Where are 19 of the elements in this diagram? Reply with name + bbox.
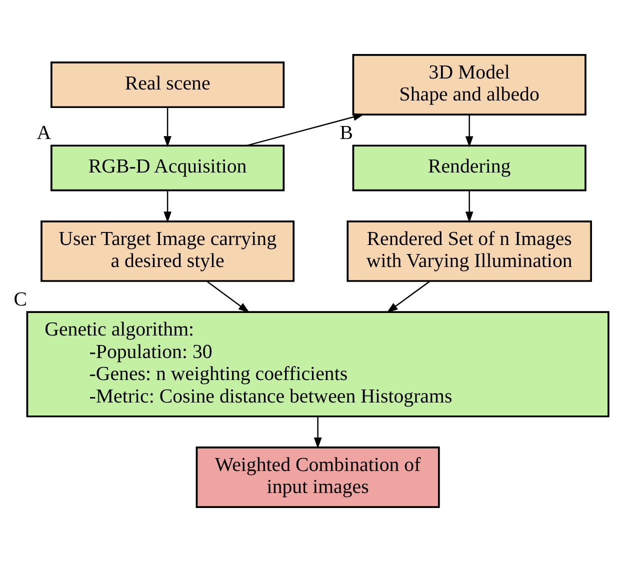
node-box: RGB-D Acquisition (50, 144, 285, 191)
node-label: C (14, 288, 28, 310)
node-box: 3D Model Shape and albedo (352, 54, 586, 116)
arrow (206, 280, 250, 312)
arrow (386, 280, 430, 312)
arrow (465, 190, 474, 222)
node-box: Genetic algorithm: -Population: 30 -Genes: n weighting coefficients -Metric: Cosine distance between Histograms (26, 310, 610, 417)
arrow (164, 190, 172, 222)
node-box: User Target Image carrying a desired style (40, 220, 295, 282)
arrow (465, 114, 474, 147)
arrow (314, 416, 322, 448)
node-label: B (340, 122, 354, 144)
node-label: A (36, 122, 52, 144)
arrow (164, 106, 172, 147)
node-box: Rendered Set of n Images with Varying Illumination (346, 220, 592, 282)
node-box: Weighted Combination of input images (196, 446, 440, 508)
node-box: Rendering (352, 144, 586, 191)
arrow (246, 112, 364, 146)
node-box: Real scene (50, 60, 285, 108)
